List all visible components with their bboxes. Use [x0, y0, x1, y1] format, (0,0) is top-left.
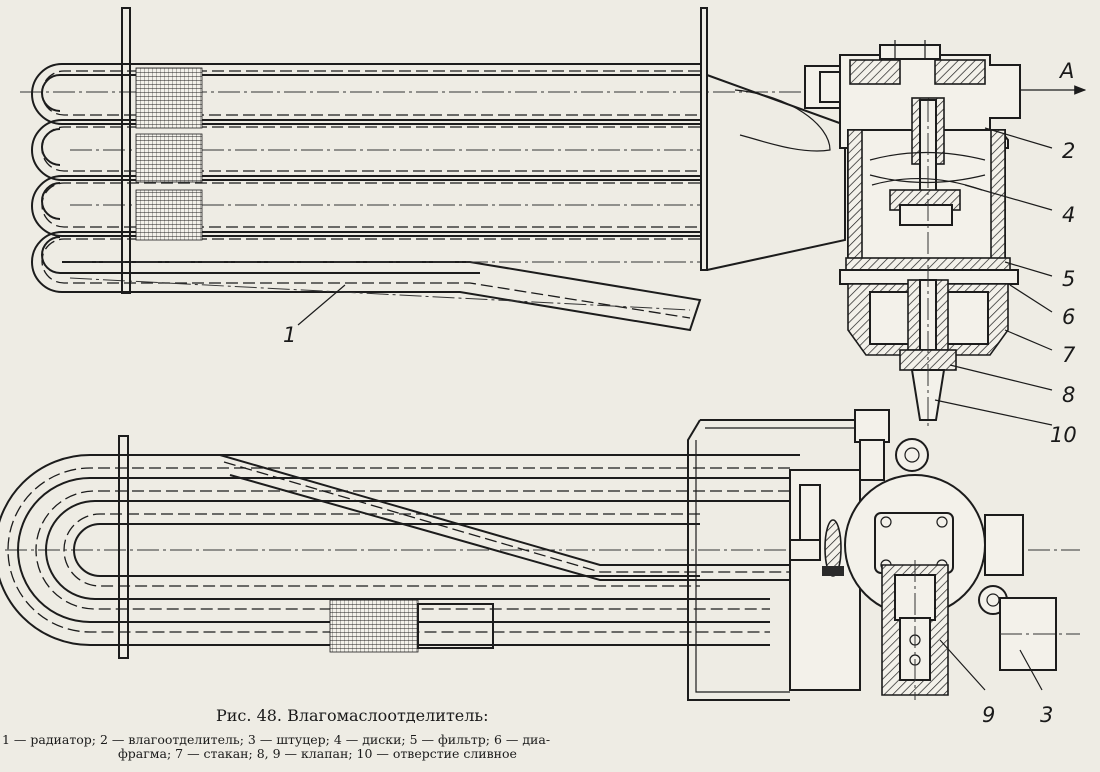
tube-sheet-right	[700, 7, 708, 271]
label-part-2: 2	[1062, 139, 1075, 163]
tube-sheet-left	[121, 7, 131, 294]
label-part-6: 6	[1062, 305, 1075, 329]
moisture-separator	[804, 40, 1087, 430]
label-part-7: 7	[1062, 343, 1076, 367]
figure-legend: 1 — радиатор; 2 — влагоотделитель; 3 — ш…	[2, 733, 772, 761]
leader-lines	[297, 127, 1053, 691]
label-flow-a: A	[1058, 59, 1074, 83]
outlet-transition	[706, 74, 846, 271]
coil-section	[329, 599, 419, 653]
tube-sheet-bottom	[118, 435, 129, 659]
legend-line-2: фрагма; 7 — стакан; 8, 9 — клапан; 10 — …	[118, 746, 517, 761]
bottom-separator	[687, 409, 1080, 701]
bottom-view-radiator	[0, 435, 1080, 659]
label-part-8: 8	[1062, 383, 1075, 407]
legend-line-1: 1 — радиатор; 2 — влагоотделитель; 3 — ш…	[2, 732, 551, 747]
label-part-1: 1	[283, 323, 296, 347]
label-part-5: 5	[1062, 267, 1075, 291]
radiator-tube-loops	[31, 63, 702, 332]
label-part-4: 4	[1062, 203, 1075, 227]
label-part-9: 9	[982, 703, 995, 727]
top-view-radiator	[20, 7, 1000, 332]
figure-title: Рис. 48. Влагомаслоотделитель:	[216, 706, 489, 725]
label-part-3: 3	[1040, 703, 1053, 727]
radiator-fins	[135, 67, 203, 241]
label-part-10: 10	[1050, 423, 1077, 447]
